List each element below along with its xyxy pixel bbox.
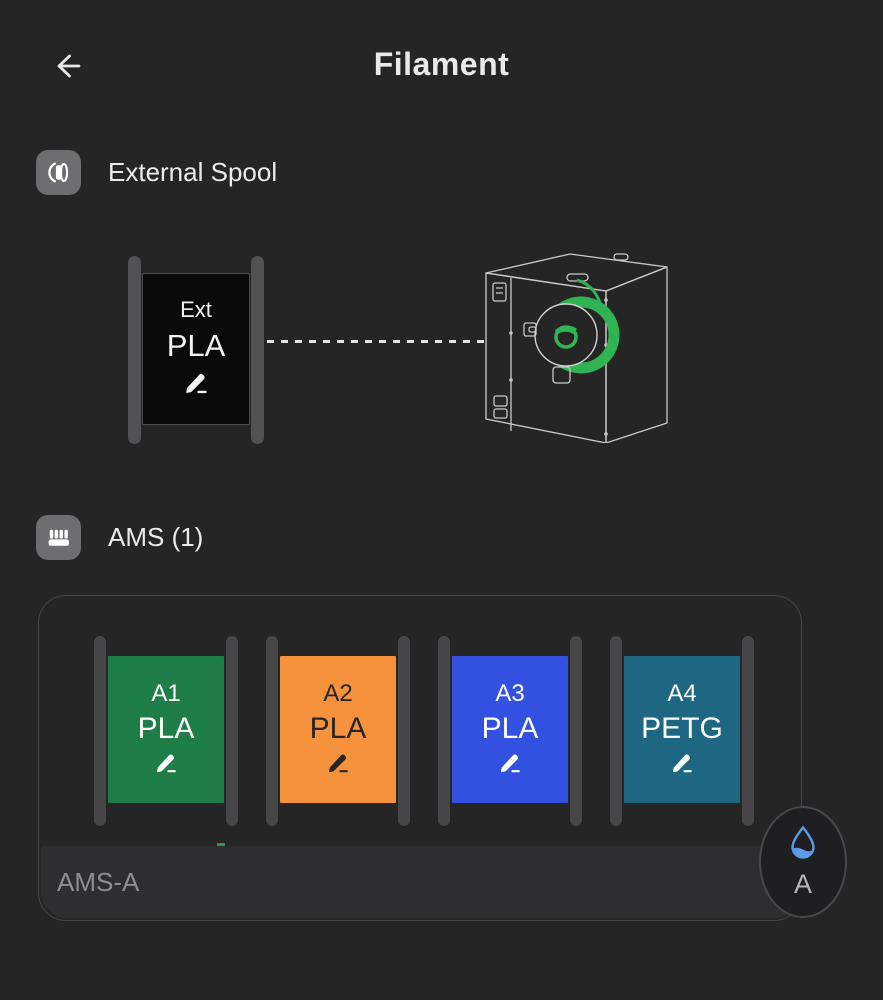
page-title: Filament: [373, 46, 510, 82]
humidity-indicator[interactable]: A: [759, 806, 847, 918]
ams-section-label: AMS (1): [108, 522, 204, 552]
material-label: PLA: [481, 711, 539, 745]
spool-flange-right: [398, 636, 410, 826]
ams-slot-1-card[interactable]: A1 PLA: [108, 656, 224, 803]
edit-pencil-icon: [183, 369, 210, 401]
filament-path-dashed-line: [267, 340, 486, 343]
slot-label: A4: [667, 679, 697, 707]
external-spool-section-label: External Spool: [108, 157, 278, 187]
spool-flange-right: [570, 636, 582, 826]
spool-flange-left: [128, 256, 141, 444]
spool-flange-right: [742, 636, 754, 826]
edit-pencil-icon: [154, 750, 179, 780]
spool-flange-right: [251, 256, 264, 444]
slot-label: A3: [495, 679, 525, 707]
printer-illustration: [478, 243, 678, 448]
spool-flange-left: [94, 636, 106, 826]
material-label: PLA: [309, 711, 367, 745]
arrow-left-icon: [50, 49, 84, 86]
external-spool-card[interactable]: Ext PLA: [142, 273, 250, 425]
external-slot-label: Ext: [180, 297, 212, 322]
external-spool-graphic: Ext PLA: [128, 256, 264, 446]
droplet-icon: [788, 825, 818, 866]
edit-pencil-icon: [670, 750, 695, 780]
ams-section-icon: [36, 515, 81, 560]
ams-unit-name: AMS-A: [57, 866, 140, 897]
external-spool-icon: [36, 150, 81, 195]
material-label: PLA: [137, 711, 195, 745]
material-label: PETG: [641, 711, 723, 745]
ams-slot-3: A3 PLA: [438, 636, 582, 826]
humidity-letter: A: [793, 868, 812, 899]
ams-slot-4: A4 PETG: [610, 636, 754, 826]
spool-glyph-icon: [48, 162, 69, 183]
ams-slot-1: A1 PLA: [94, 636, 238, 894]
ams-slot-2: A2 PLA: [266, 636, 410, 826]
spool-flange-left: [610, 636, 622, 826]
spool-flange-left: [438, 636, 450, 826]
ams-unit-box: A1 PLA A2 PLA: [38, 595, 847, 921]
slot-label: A2: [323, 679, 353, 707]
edit-pencil-icon: [326, 750, 351, 780]
ams-slot-4-card[interactable]: A4 PETG: [624, 656, 740, 803]
spool-flange-left: [266, 636, 278, 826]
ams-name-strip: AMS-A: [41, 846, 799, 918]
ams-glyph-icon: [48, 529, 69, 546]
edit-pencil-icon: [498, 750, 523, 780]
slot-label: A1: [151, 679, 181, 707]
ams-slot-3-card[interactable]: A3 PLA: [452, 656, 568, 803]
spool-flange-right: [226, 636, 238, 826]
back-button[interactable]: [48, 48, 86, 86]
external-material-label: PLA: [166, 328, 226, 363]
ams-slot-2-card[interactable]: A2 PLA: [280, 656, 396, 803]
